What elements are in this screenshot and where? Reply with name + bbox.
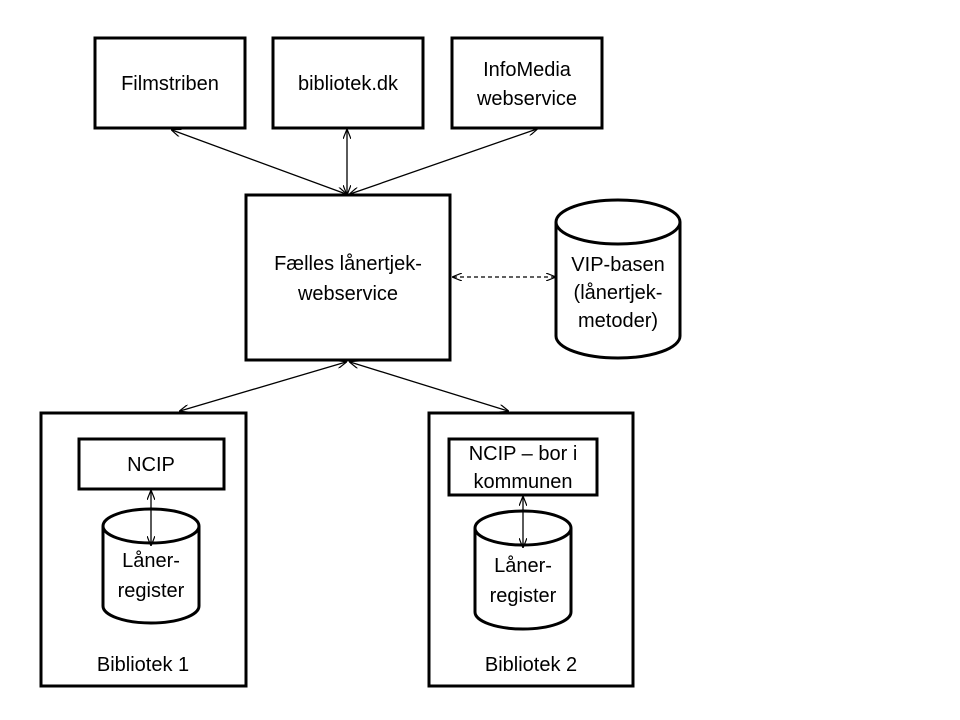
arrow-central-library2: [350, 362, 508, 411]
central-label-line1: Fælles lånertjek-: [274, 253, 422, 275]
central-label-line2: webservice: [297, 283, 398, 305]
infomedia-node: InfoMedia webservice: [450, 36, 604, 130]
vip-label-line2: (lånertjek-: [574, 282, 663, 304]
arrow-central-library1: [180, 362, 346, 411]
vip-database-node: VIP-basen (lånertjek- metoder): [554, 198, 682, 360]
arrow-infomedia-central: [350, 129, 537, 194]
library1-label: Bibliotek 1: [97, 654, 189, 676]
library2-ncip-node: NCIP – bor i kommunen: [447, 437, 599, 497]
library2-register-line1: Låner-: [494, 555, 552, 577]
arrow-filmstriben-central: [172, 130, 346, 194]
library1-ncip-node: NCIP: [77, 437, 226, 491]
library2-label: Bibliotek 2: [485, 654, 577, 676]
library1-ncip-label: NCIP: [127, 454, 175, 476]
vip-label-line1: VIP-basen: [571, 254, 664, 276]
bibliotek-dk-node: bibliotek.dk: [271, 36, 425, 130]
infomedia-label-line2: webservice: [476, 88, 577, 110]
bibliotek-dk-label: bibliotek.dk: [298, 73, 399, 95]
central-webservice-node: Fælles lånertjek- webservice: [244, 193, 452, 362]
library1-register-line1: Låner-: [122, 550, 180, 572]
infomedia-label-line1: InfoMedia: [483, 59, 572, 81]
library2-ncip-label-line2: kommunen: [474, 471, 573, 493]
library2-ncip-label-line1: NCIP – bor i: [469, 443, 578, 465]
filmstriben-label: Filmstriben: [121, 73, 219, 95]
vip-label-line3: metoder): [578, 310, 658, 332]
library2-register-line2: register: [490, 585, 557, 607]
filmstriben-node: Filmstriben: [93, 36, 247, 130]
library1-register-line2: register: [118, 580, 185, 602]
